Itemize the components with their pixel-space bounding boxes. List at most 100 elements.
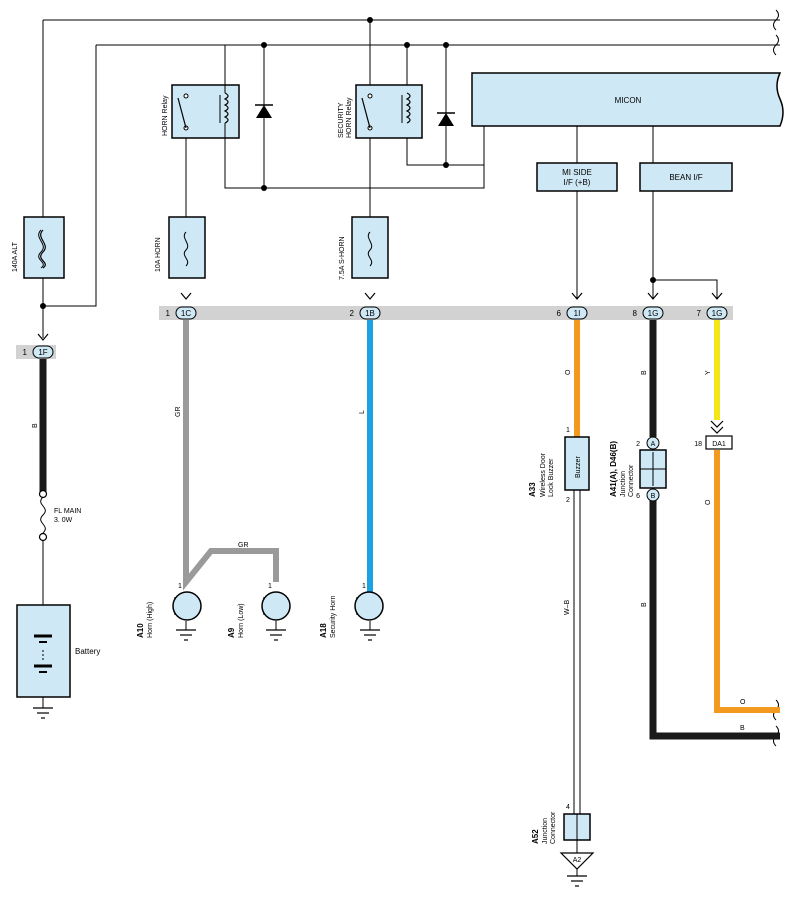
connector-1g-7: 7 1G [697,306,728,320]
connector-1c-pin: 1 [166,309,171,318]
fuse-7-5a-s-horn [351,216,389,279]
a10-pin: 1 [178,583,182,590]
a9-pin: 1 [268,583,272,590]
fuse-10a-horn-label: 10A HORN [155,237,162,272]
buzzer-label: Buzzer [575,456,582,478]
a41-name: Junction [620,471,627,497]
mi-side-if-label-2: I/F (+B) [564,178,591,187]
connector-1f-pin: 1 [23,348,28,357]
connector-1c-id: 1C [181,309,191,318]
connector-1i-id: 1I [574,309,581,318]
junction-dots [40,17,656,309]
a9-name: Horn (Low) [238,603,245,638]
a10-code: A10 [136,623,145,638]
micon-label: MICON [615,96,642,105]
fl-main-link [38,489,48,542]
connector-1c: 1 1C [166,306,197,320]
connector-da1 [705,435,733,450]
battery-label: Battery [75,647,100,656]
wire-orange-da1 [714,450,780,713]
da1-pin: 18 [694,441,702,448]
da1-label: DA1 [712,441,726,448]
a41-code: A41(A), D46(B) [609,441,618,497]
a10-name: Horn (High) [147,602,154,638]
wire-w-b [573,490,581,814]
junction-connector-a52 [563,813,591,841]
thin-wires [42,19,780,876]
jc-a-num: 2 [636,441,640,448]
a52-name: Junction [542,818,549,844]
wire-label-w-b: W–B [564,600,571,616]
bean-if-box [639,162,733,192]
battery [16,604,71,698]
connector-1b: 2 1B [350,306,381,320]
connector-1g-8-pin: 8 [633,309,638,318]
horn-relay-diode [255,104,273,118]
ground-symbols [33,629,587,887]
a9-code: A9 [227,627,236,638]
buzzer-pin-2: 2 [566,497,570,504]
junction-connector-a41 [639,436,667,502]
horn-relay-label: HORN Relay [162,95,169,136]
micon-box [471,72,784,127]
connector-1b-id: 1B [365,309,375,318]
da1-chevrons [710,420,724,434]
fl-main-label-2: 3. 0W [54,517,73,524]
connector-1i-pin: 6 [557,309,562,318]
wire-label-b-lower: B [641,602,648,607]
jc-b: B [651,493,656,500]
wire-label-o-da1: O [705,499,712,505]
security-horn-relay-label: SECURITY [338,102,345,138]
a41-name-2: Connector [628,464,635,497]
connector-1b-pin: 2 [350,309,355,318]
buzzer-pin-1: 1 [566,427,570,434]
wire-label-y: Y [705,370,712,375]
wire-black-lower [649,497,780,740]
wire-label-o-right: O [740,699,746,706]
security-relay-diode [437,112,455,126]
wire-label-gr-horn: GR [175,407,182,418]
wire-label-b-bean: B [641,370,648,375]
fuse-7-5a-s-horn-label: 7.5A S-HORN [339,236,346,280]
connector-1i: 6 1I [557,306,588,320]
fuse-10a-horn [168,216,206,279]
wire-label-b-battery: B [32,423,39,428]
wire-gray-horn [183,320,279,591]
a33-name: Wireless Door [540,452,547,497]
security-horn-relay [355,84,423,139]
buzzer-a33 [564,436,590,491]
fuse-140a-alt [23,216,65,279]
bean-if-label: BEAN I/F [669,173,702,182]
connector-bar-main [159,306,733,320]
wire-label-l: L [359,410,366,414]
connector-1g-8: 8 1G [633,306,664,320]
connector-1f-id: 1F [38,348,47,357]
a18-name: Security Horn [330,595,337,638]
connector-arrows [37,292,723,341]
a52-pin: 4 [566,804,570,811]
ground-a2-label: A2 [573,857,582,864]
horn-relay [171,84,240,139]
security-horn-relay-label-2: HORN Relay [346,97,353,138]
a18-pin: 1 [362,583,366,590]
a33-name-2: Lock Buzzer [548,458,555,497]
a18-code: A18 [319,623,328,638]
horn-a18 [354,591,384,621]
a52-code: A52 [531,829,540,844]
a33-code: A33 [528,482,537,497]
mi-side-if-label: MI SIDE [562,168,592,177]
connector-1f: 1 1F [23,345,54,359]
wire-label-o-buzzer: O [565,369,572,375]
jc-a: A [651,441,656,448]
connector-1g-8-id: 1G [648,309,659,318]
fl-main-label: FL MAIN [54,508,81,515]
wire-label-gr-bridge: GR [238,542,249,549]
connector-1g-7-pin: 7 [697,309,702,318]
horn-a10 [172,591,202,621]
horn-a9 [261,591,291,621]
jc-b-num: 6 [636,493,640,500]
fuse-140a-alt-label: 140A ALT [12,241,19,272]
ground-triangle-a2 [559,852,595,870]
a52-name-2: Connector [550,811,557,844]
